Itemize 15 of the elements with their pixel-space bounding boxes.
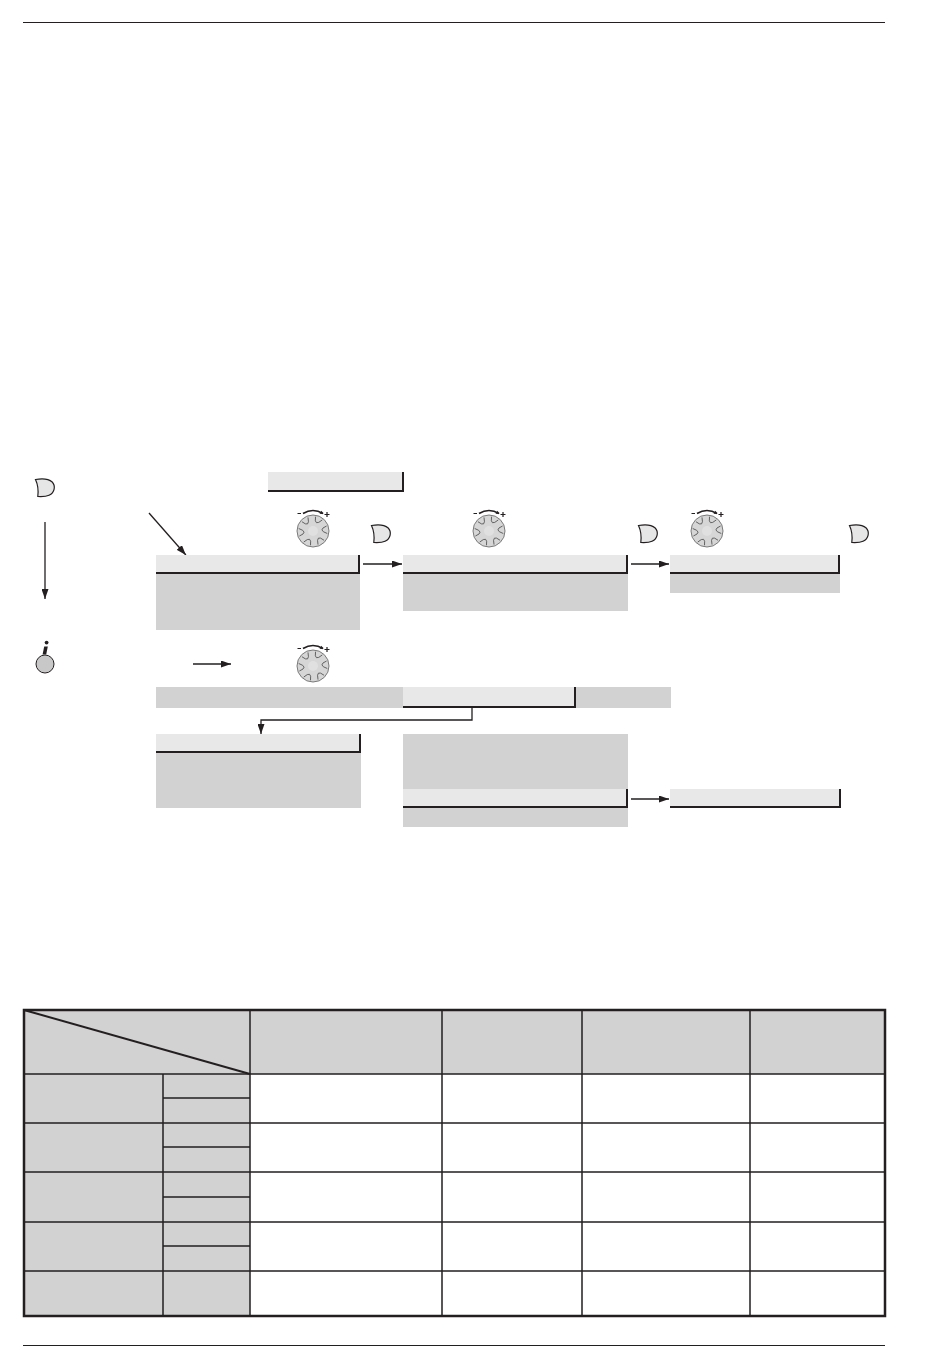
arrow xyxy=(630,795,670,803)
display-screen xyxy=(403,734,628,827)
display-screen xyxy=(156,555,360,630)
arrow xyxy=(257,707,473,735)
arrow xyxy=(148,512,187,556)
arrow xyxy=(362,560,403,568)
display-screen xyxy=(403,555,628,611)
display-bar xyxy=(268,472,404,492)
arrow xyxy=(630,560,670,568)
display-screen xyxy=(670,555,840,593)
display-bar xyxy=(670,789,841,808)
display-bar xyxy=(156,687,403,708)
display-bar xyxy=(576,687,671,708)
display-bar xyxy=(403,687,576,708)
display-screen xyxy=(156,734,361,808)
